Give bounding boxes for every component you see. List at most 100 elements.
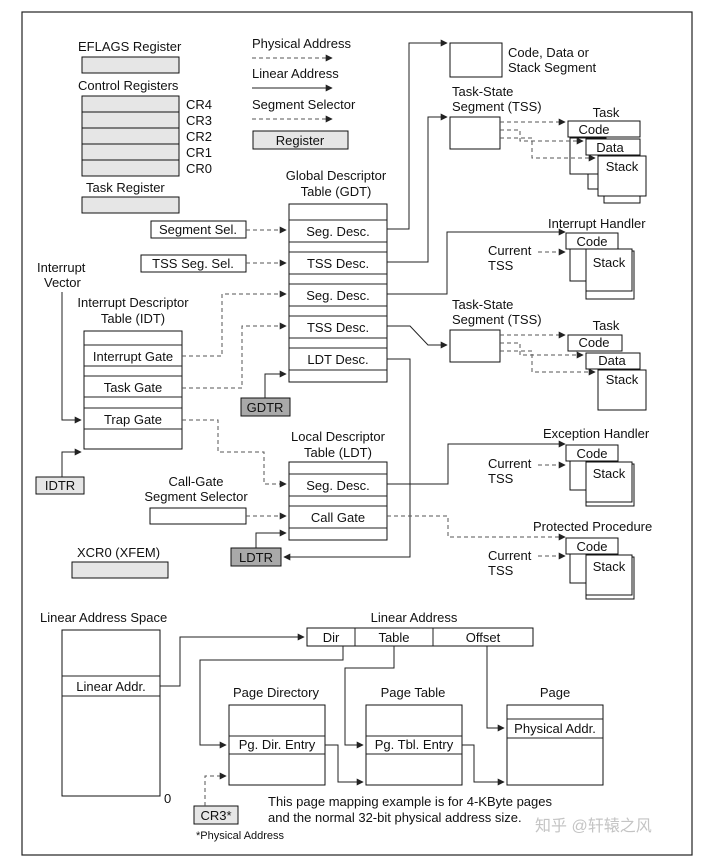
registers-legend: EFLAGS Register Control Registers CR4 CR… <box>78 36 356 214</box>
tss1-title-line2: Segment (TSS) <box>452 99 542 114</box>
ldt-table: Local Descriptor Table (LDT) Seg. Desc. … <box>288 429 388 541</box>
protected-procedure-stack: Code Stack <box>565 537 635 600</box>
control-registers-label: Control Registers <box>78 78 179 93</box>
task-stack-1: Task Code Data Stack <box>567 105 647 204</box>
ih-current-tss-2: TSS <box>488 258 514 273</box>
eh-current-tss: Current <box>488 456 532 471</box>
page-label: Page <box>540 685 570 700</box>
code-data-stack-segment <box>449 42 503 78</box>
task2-stack: Stack <box>606 372 639 387</box>
ih-code: Code <box>576 234 607 249</box>
task1-stack: Stack <box>606 159 639 174</box>
linear-addr-entry: Linear Addr. <box>76 679 145 694</box>
figure-frame <box>21 11 693 856</box>
ih-current-tss: Current <box>488 243 532 258</box>
task2-code: Code <box>578 335 609 350</box>
page-box <box>506 704 604 786</box>
call-gate-selector-label-2: Segment Selector <box>144 489 248 504</box>
tss2-box <box>449 329 501 363</box>
gdt-row-tss-desc-1: TSS Desc. <box>307 256 369 271</box>
interrupt-vector-label-2: Vector <box>44 275 82 290</box>
gdt-row-tss-desc-2: TSS Desc. <box>307 320 369 335</box>
idt-row-interrupt-gate: Interrupt Gate <box>93 349 173 364</box>
gdt-table: Global Descriptor Table (GDT) Seg. Desc.… <box>286 168 388 383</box>
watermark: 知乎 @轩辕之风 <box>535 817 652 835</box>
idt-title: Interrupt Descriptor <box>77 295 189 310</box>
gdtr-label: GDTR <box>247 400 284 415</box>
page-table-label: Page Table <box>381 685 446 700</box>
cr4-label: CR4 <box>186 97 212 112</box>
interrupt-handler-label: Interrupt Handler <box>548 216 646 231</box>
idt-row-task-gate: Task Gate <box>104 380 163 395</box>
tss1-title: Task-State <box>452 84 513 99</box>
field-offset: Offset <box>466 630 501 645</box>
pp-code: Code <box>576 539 607 554</box>
idtr-label: IDTR <box>45 478 75 493</box>
control-register-stack <box>81 95 180 177</box>
cr1-label: CR1 <box>186 145 212 160</box>
field-dir: Dir <box>323 630 340 645</box>
tss2-title-line2: Segment (TSS) <box>452 312 542 327</box>
paging-note-line2: and the normal 32-bit physical address s… <box>268 810 522 825</box>
gdt-row-seg-desc-2: Seg. Desc. <box>306 288 370 303</box>
task1-label: Task <box>593 105 620 120</box>
cr3-label: CR3* <box>200 808 231 823</box>
eh-stack: Stack <box>593 466 626 481</box>
eh-code: Code <box>576 446 607 461</box>
call-gate-selector-box <box>149 507 247 525</box>
code-data-stack-label-2: Stack Segment <box>508 60 597 75</box>
protected-procedure-label: Protected Procedure <box>533 519 652 534</box>
linear-address-fields <box>306 627 534 647</box>
page-directory-label: Page Directory <box>233 685 319 700</box>
cr2-label: CR2 <box>186 129 212 144</box>
ih-stack: Stack <box>593 255 626 270</box>
cr3-label: CR3 <box>186 113 212 128</box>
pp-current-tss-2: TSS <box>488 563 514 578</box>
tss-segment-selector-label: TSS Seg. Sel. <box>152 256 234 271</box>
ldt-row-call-gate: Call Gate <box>311 510 365 525</box>
idtr-register <box>35 476 85 495</box>
gdt-title: Global Descriptor <box>286 168 387 183</box>
tss1-box <box>449 116 501 150</box>
physical-addr-entry: Physical Addr. <box>514 721 596 736</box>
page-table-box <box>365 704 463 786</box>
idt-title-line2: Table (IDT) <box>101 311 165 326</box>
legend-register-label: Register <box>276 133 325 148</box>
cr0-label: CR0 <box>186 161 212 176</box>
task-stack-2: Task Code Data Stack <box>567 318 647 411</box>
cr3-register <box>193 805 239 825</box>
eh-current-tss-2: TSS <box>488 471 514 486</box>
tss2-title: Task-State <box>452 297 513 312</box>
gdt-row-seg-desc-1: Seg. Desc. <box>306 224 370 239</box>
field-table: Table <box>378 630 409 645</box>
idt-row-trap-gate: Trap Gate <box>104 412 162 427</box>
task-register <box>81 196 180 214</box>
call-gate-selector-label: Call-Gate <box>169 474 224 489</box>
pp-stack: Stack <box>593 559 626 574</box>
paging-note: This page mapping example is for 4-KByte… <box>268 794 552 809</box>
idt-table: Interrupt Descriptor Table (IDT) Interru… <box>77 295 189 450</box>
code-data-stack-label: Code, Data or <box>508 45 590 60</box>
eflags-register <box>81 56 180 74</box>
ldt-title: Local Descriptor <box>291 429 386 444</box>
gdt-row-ldt-desc: LDT Desc. <box>307 352 368 367</box>
address-zero-label: 0 <box>164 791 171 806</box>
legend-segment-selector: Segment Selector <box>252 97 356 112</box>
physical-address-footnote: *Physical Address <box>196 830 285 842</box>
pg-tbl-entry: Pg. Tbl. Entry <box>375 737 454 752</box>
interrupt-vector-label: Interrupt <box>37 260 86 275</box>
linear-address-space-label: Linear Address Space <box>40 610 167 625</box>
page-directory-box <box>228 704 326 786</box>
exception-handler-stack: Code Stack <box>565 444 635 507</box>
gdt-title-line2: Table (GDT) <box>301 184 372 199</box>
ldtr-label: LDTR <box>239 550 273 565</box>
task-register-label: Task Register <box>86 180 165 195</box>
ldt-row-seg-desc: Seg. Desc. <box>306 478 370 493</box>
xcr0-register <box>71 561 169 579</box>
linear-address-space-box <box>61 629 161 797</box>
interrupt-handler-stack: Code Stack <box>565 232 635 300</box>
exception-handler-label: Exception Handler <box>543 426 650 441</box>
task2-data: Data <box>598 353 626 368</box>
task1-code: Code <box>578 122 609 137</box>
